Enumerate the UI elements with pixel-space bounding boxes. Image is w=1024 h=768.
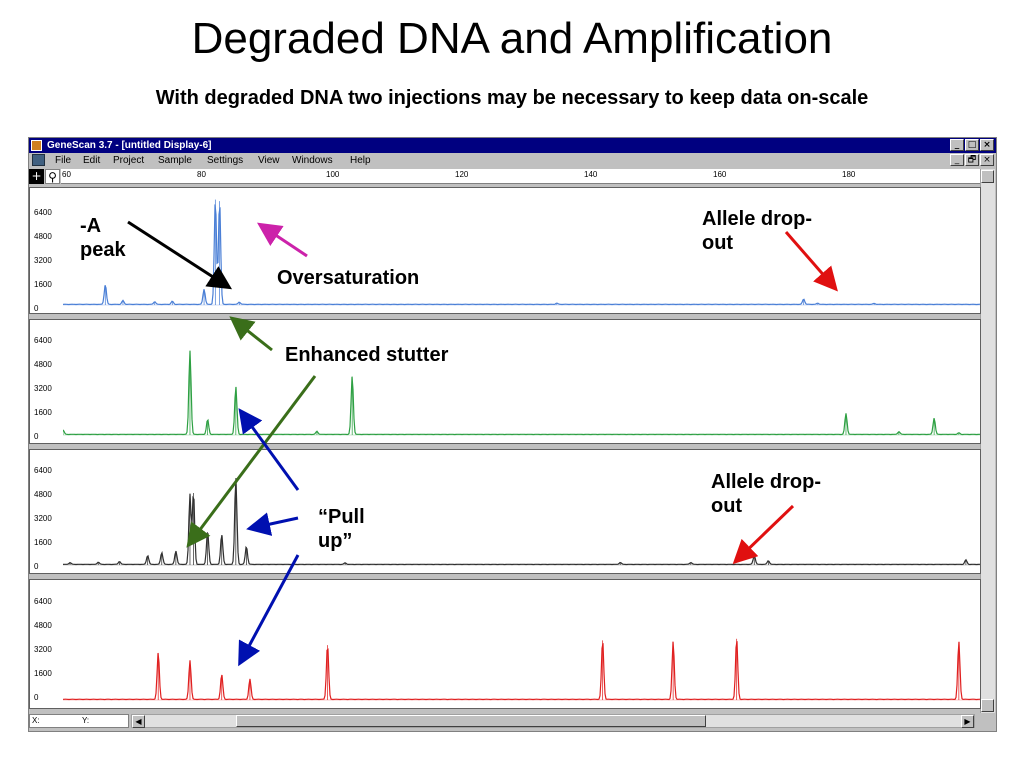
trace-line-green: [63, 350, 980, 436]
y-tick-label: 4800: [34, 490, 52, 499]
menu-windows[interactable]: Windows: [292, 155, 333, 166]
slide-subtitle: With degraded DNA two injections may be …: [155, 87, 869, 109]
y-readout-label: Y:: [82, 716, 90, 725]
trace-panel-blue[interactable]: 6400 4800 3200 1600 0: [29, 187, 981, 314]
coordinate-readout: X: Y:: [29, 714, 129, 728]
y-tick-label: 6400: [34, 208, 52, 217]
annotation-line: out: [702, 232, 734, 254]
oversaturation-annotation: Oversaturation: [277, 267, 420, 289]
annotation-line: -A: [80, 215, 102, 237]
y-tick-label: 3200: [34, 514, 52, 523]
y-tick-label: 0: [34, 562, 39, 571]
trace-plot: [63, 638, 980, 701]
menu-help[interactable]: Help: [350, 155, 371, 166]
y-tick-label: 1600: [34, 280, 52, 289]
window-titlebar[interactable]: GeneScan 3.7 - [untitled Display-6] _ □ …: [29, 138, 996, 153]
annotation-line: Allele drop-: [711, 471, 822, 493]
doc-close-button[interactable]: ×: [980, 154, 994, 166]
trace-line-blue: [63, 204, 980, 306]
y-tick-label: 4800: [34, 360, 52, 369]
allele-dropout-arrow-1: [784, 231, 838, 292]
y-tick-label: 3200: [34, 645, 52, 654]
trace-plot: [63, 478, 980, 566]
status-bar: X: Y: ◀ ▶: [29, 713, 996, 731]
y-tick-label: 4800: [34, 621, 52, 630]
enhanced-stutter-annotation: Enhanced stutter: [285, 344, 449, 366]
annotation-line: up”: [318, 530, 353, 552]
allele-dropout-annotation-2: Allele drop- out: [711, 470, 821, 518]
size-ruler: 60 80 100 120 140 160 180: [61, 169, 981, 184]
horizontal-scroll-thumb[interactable]: [236, 715, 706, 727]
ruler-tick-label: 160: [713, 170, 727, 179]
scroll-down-button[interactable]: [981, 699, 994, 712]
doc-restore-button[interactable]: 🗗: [965, 154, 979, 166]
ruler-tick-label: 60: [62, 170, 71, 179]
menu-settings[interactable]: Settings: [207, 155, 244, 166]
stutter-arrow-bottom: [186, 375, 317, 548]
y-tick-label: 1600: [34, 669, 52, 678]
annotation-line: peak: [80, 239, 126, 261]
menu-project[interactable]: Project: [113, 155, 145, 166]
pull-up-annotation: “Pull up”: [318, 505, 365, 553]
crosshair-tool-icon[interactable]: +: [29, 169, 44, 184]
ruler-tick-label: 100: [326, 170, 340, 179]
a-peak-annotation: -A peak: [80, 214, 126, 262]
y-tick-label: 0: [34, 693, 39, 702]
minimize-button[interactable]: _: [950, 139, 964, 151]
y-tick-label: 6400: [34, 466, 52, 475]
ruler-tick-label: 140: [584, 170, 598, 179]
document-icon[interactable]: [32, 154, 45, 166]
pull-up-arrow-3: [238, 554, 300, 667]
doc-minimize-button[interactable]: _: [950, 154, 964, 166]
trace-plot: [63, 350, 980, 436]
horizontal-scrollbar[interactable]: ◀ ▶: [131, 714, 975, 728]
trace-plot: [63, 199, 980, 306]
trace-panel-black[interactable]: 6400 4800 3200 1600 0: [29, 449, 981, 574]
menu-view[interactable]: View: [258, 155, 280, 166]
menu-edit[interactable]: Edit: [83, 155, 101, 166]
magnifier-tool-icon[interactable]: ⚲: [45, 169, 60, 184]
close-button[interactable]: ×: [980, 139, 994, 151]
ruler-tick-label: 120: [455, 170, 469, 179]
y-tick-label: 1600: [34, 538, 52, 547]
annotation-line: Allele drop-: [702, 208, 813, 230]
maximize-button[interactable]: □: [965, 139, 979, 151]
y-tick-label: 4800: [34, 232, 52, 241]
allele-dropout-annotation-1: Allele drop- out: [702, 207, 812, 255]
ruler-tick-label: 180: [842, 170, 856, 179]
trace-line-black: [63, 478, 980, 566]
window-title: GeneScan 3.7 - [untitled Display-6]: [47, 140, 212, 151]
pull-up-arrow-2: [246, 512, 299, 536]
trace-line-red: [63, 641, 980, 701]
y-tick-label: 1600: [34, 408, 52, 417]
genescan-window: GeneScan 3.7 - [untitled Display-6] _ □ …: [28, 137, 997, 732]
y-tick-label: 3200: [34, 256, 52, 265]
annotation-line: out: [711, 495, 743, 517]
menu-bar: File Edit Project Sample Settings View W…: [29, 153, 996, 168]
trace-panel-green[interactable]: 6400 4800 3200 1600 0: [29, 319, 981, 444]
menu-file[interactable]: File: [55, 155, 72, 166]
y-tick-label: 3200: [34, 384, 52, 393]
menu-sample[interactable]: Sample: [158, 155, 192, 166]
annotation-line: “Pull: [318, 506, 365, 528]
y-tick-label: 6400: [34, 597, 52, 606]
y-tick-label: 0: [34, 432, 39, 441]
a-peak-arrow: [127, 220, 233, 290]
scroll-up-button[interactable]: [981, 170, 994, 183]
app-icon: [31, 140, 42, 151]
y-tick-label: 0: [34, 304, 39, 313]
oversaturation-arrow: [257, 222, 308, 258]
trace-panel-red[interactable]: 6400 4800 3200 1600 0: [29, 579, 981, 709]
scroll-right-button[interactable]: ▶: [961, 715, 974, 728]
pull-up-arrow-1: [238, 408, 300, 491]
stutter-arrow-top: [229, 316, 273, 352]
allele-dropout-arrow-2: [732, 504, 795, 565]
slide-title: Degraded DNA and Amplification: [191, 14, 833, 63]
y-tick-label: 6400: [34, 336, 52, 345]
scroll-left-button[interactable]: ◀: [132, 715, 145, 728]
ruler-tick-label: 80: [197, 170, 206, 179]
x-readout-label: X:: [32, 716, 40, 725]
